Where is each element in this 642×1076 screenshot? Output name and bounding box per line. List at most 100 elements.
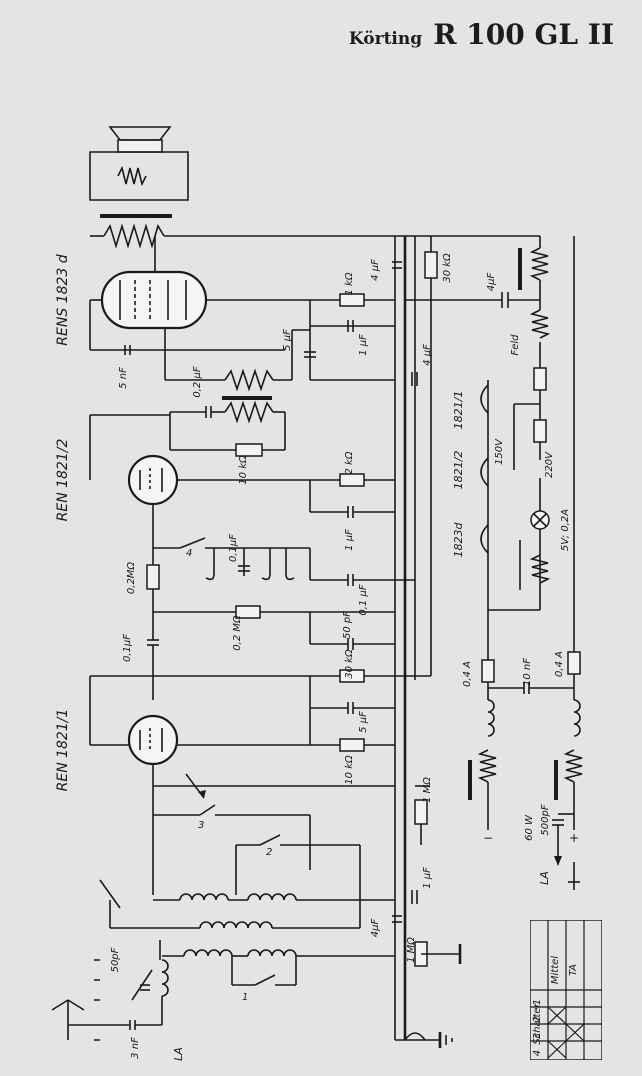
label-c-4uf-right: 4μF: [486, 273, 497, 292]
label-rect-1823d: 1823d: [452, 521, 465, 557]
switch-position-table: Schalter Mittel TA 1 2 3 4: [530, 920, 602, 1060]
model-name: R 100 GL II: [433, 18, 614, 51]
label-c-5nf: 5 nF: [118, 367, 129, 389]
table-row-ta: TA: [568, 964, 579, 976]
label-c-5uf: 5 μF: [282, 329, 293, 351]
mains-transformer-right: [563, 749, 583, 783]
table-row-schalter: Schalter: [532, 1002, 543, 1044]
table-mark-cross: [547, 1006, 567, 1025]
tube-ren1821-1: [127, 714, 179, 766]
mains-transformer-left: [477, 749, 497, 783]
label-c-1uf-b: 1 μF: [344, 529, 355, 551]
resistor-30k: [424, 251, 438, 279]
rf-coil-1: [179, 893, 229, 901]
tube-ren1821-2: [127, 454, 179, 506]
label-sw4: 4: [186, 548, 192, 559]
label-60w: 60 W: [524, 814, 535, 841]
label-c-1uf-c: 1 μF: [422, 867, 433, 889]
label-r-2k: 2 kΩ: [344, 451, 355, 474]
label-c-50pf-a: 50 pF: [342, 611, 353, 639]
label-c-01uf-a: 0,1μF: [228, 534, 239, 562]
label-c-02uf: 0,2 μF: [192, 366, 203, 397]
label-c-01uf-b: 0,1 μF: [358, 584, 369, 615]
label-sw1: 1: [242, 992, 248, 1003]
resistor-10k-b: [339, 738, 365, 752]
label-sw2: 2: [266, 847, 272, 858]
rectifier-hump-1823d: [480, 524, 489, 554]
table-mark-cross: [565, 1023, 585, 1042]
label-c-500pf: 500pF: [540, 804, 551, 835]
switch-2: [259, 834, 281, 846]
label-r-30k-b: 30 kΩ: [344, 649, 355, 679]
tuning-capacitor-icon: [99, 879, 121, 909]
tube-label-ren1821-2: REN 1821/2: [55, 438, 71, 522]
mains-choke-right: [573, 699, 581, 737]
label-c-5uf-b: 5 μF: [358, 711, 369, 733]
resistor-02M-a: [146, 564, 160, 590]
antenna-coil-2: [247, 949, 297, 957]
label-r-30k-top: 30 kΩ: [442, 253, 453, 283]
loudspeaker-icon: [89, 126, 189, 201]
pilot-lamp-icon: [530, 510, 550, 530]
coupling-coil-lower: [224, 400, 274, 424]
label-lamp: 5V; 0,2A: [560, 509, 571, 551]
label-r-10k-a: 10 kΩ: [238, 455, 249, 485]
tube-label-ren1821-1: REN 1821/1: [55, 708, 71, 792]
label-fuse-a: 0,4 A: [462, 661, 473, 687]
antenna-icon: [51, 999, 85, 1040]
label-c-1uf-a: 1 μF: [358, 334, 369, 356]
label-c-4uf-mid: 4 μF: [422, 344, 433, 366]
resistor-1k: [339, 293, 365, 307]
label-minus: −: [483, 831, 493, 845]
table-col-2: 2: [532, 1016, 543, 1022]
table-row-mittel: Mittel: [550, 956, 561, 984]
label-r-1M-b: 1 MΩ: [406, 937, 417, 963]
rectifier-hump-1821-2: [480, 457, 489, 487]
label-r-10k-b: 10 kΩ: [344, 755, 355, 785]
page-title: Körting R 100 GL II: [349, 18, 614, 51]
table-col-4: 4: [532, 1050, 543, 1056]
label-r-1M-a: 1 MΩ: [422, 777, 433, 803]
resistor-2k: [339, 473, 365, 487]
capacitor-4uf-top: [392, 261, 402, 269]
fuse-0-4a-right: [567, 651, 581, 675]
output-transformer: [90, 214, 188, 249]
fuse-0-4a-left: [481, 659, 495, 683]
label-c-3nf: 3 nF: [130, 1037, 141, 1059]
rectifier-hump-1821-1: [480, 384, 489, 414]
switch-4: [179, 537, 206, 549]
label-c-01uf-c: 0,1μF: [122, 634, 133, 662]
ground-icon: [395, 1032, 453, 1048]
label-r-02M-b: 0,2 MΩ: [232, 615, 243, 651]
label-c-50pf-b: 50pF: [110, 947, 121, 972]
label-la-left: LA: [172, 1047, 185, 1061]
table-mark-cross: [547, 1040, 567, 1059]
switch-1: [254, 974, 276, 986]
table-col-1: 1: [532, 999, 543, 1005]
switch-3: [199, 804, 216, 816]
antenna-coil-3: [161, 959, 169, 997]
label-c-4uf-top: 4 μF: [370, 259, 381, 281]
label-r-1k: 1 kΩ: [344, 272, 355, 295]
tube-rens1823d: [100, 270, 208, 330]
label-rect-1821-2: 1821/2: [452, 451, 465, 490]
resistor-10k-a: [235, 443, 263, 457]
label-c-10nf: 10 nF: [522, 658, 533, 686]
coupling-coil-upper: [224, 368, 274, 392]
field-coil: [529, 309, 551, 339]
label-plus: +: [569, 831, 579, 845]
brand-name: Körting: [348, 29, 423, 49]
label-la-right: LA: [538, 871, 551, 885]
label-sw3: 3: [198, 820, 204, 831]
voltage-selector-resistor: [529, 554, 551, 584]
label-c-4uf-low: 4μF: [370, 919, 381, 938]
table-col-3: 3: [532, 1033, 543, 1039]
mains-choke-left: [487, 699, 495, 737]
label-feld: Feld: [510, 334, 521, 356]
antenna-coil-1: [183, 949, 233, 957]
label-150v: 150V: [494, 438, 505, 465]
label-fuse-b: 0,4 A: [554, 651, 565, 677]
rf-coil-3: [199, 921, 273, 929]
